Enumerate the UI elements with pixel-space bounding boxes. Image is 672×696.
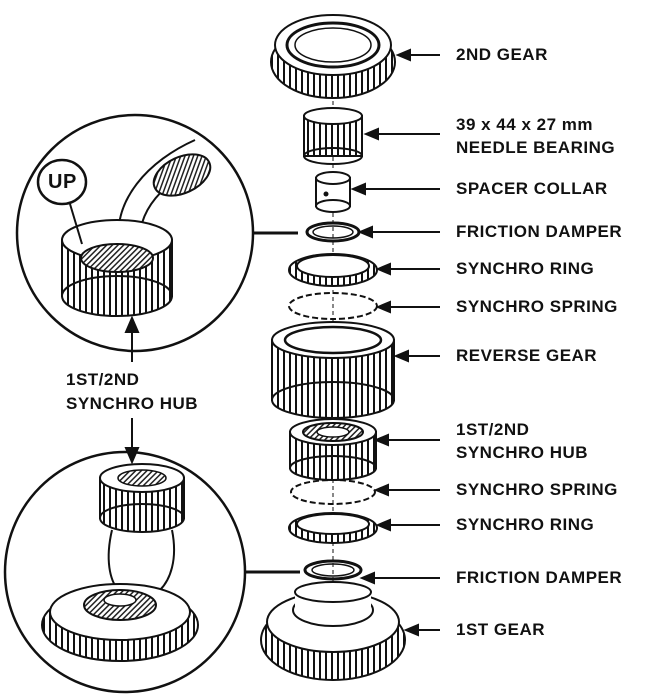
- friction-damper-top-part: [305, 221, 361, 243]
- label-synchro-spring-bottom: SYNCHRO SPRING: [456, 480, 618, 499]
- label-side-hub-line2: SYNCHRO HUB: [66, 394, 199, 413]
- label-side-hub-line1: 1ST/2ND: [66, 370, 140, 389]
- synchro-ring-top-part: [288, 253, 378, 287]
- spacer-collar-part: [315, 171, 351, 213]
- label-synchro-ring-top: SYNCHRO RING: [456, 259, 595, 278]
- synchro-spring-bottom-part: [290, 479, 376, 505]
- synchro-ring-bottom-part: [288, 512, 378, 544]
- label-second-gear: 2ND GEAR: [456, 45, 548, 64]
- up-mark-label: UP: [48, 171, 77, 193]
- label-spacer-collar: SPACER COLLAR: [456, 179, 608, 198]
- label-synchro-spring-top: SYNCHRO SPRING: [456, 297, 618, 316]
- reverse-gear-part: [271, 321, 395, 419]
- detail-circle-top: [15, 113, 298, 353]
- label-first-gear: 1ST GEAR: [456, 620, 546, 639]
- first-gear-part: [260, 581, 406, 681]
- label-reverse-gear: REVERSE GEAR: [456, 346, 598, 365]
- leader-arrows: [350, 48, 440, 637]
- synchro-spring-top-part: [288, 292, 378, 320]
- needle-bearing-part: [303, 107, 363, 165]
- label-friction-damper-bottom: FRICTION DAMPER: [456, 568, 623, 587]
- label-needle-bearing: NEEDLE BEARING: [456, 138, 616, 157]
- label-hub-line2: SYNCHRO HUB: [456, 443, 589, 462]
- second-gear-part: [270, 14, 396, 99]
- synchro-hub-part: [289, 418, 377, 481]
- label-hub-line1: 1ST/2ND: [456, 420, 530, 439]
- label-friction-damper-top: FRICTION DAMPER: [456, 222, 623, 241]
- friction-damper-bottom-part: [303, 559, 363, 581]
- detail-circle-bottom: [3, 450, 300, 694]
- label-synchro-ring-bottom: SYNCHRO RING: [456, 515, 595, 534]
- side-hub-arrows: [124, 315, 140, 465]
- label-needle-bearing-size: 39 x 44 x 27 mm: [456, 115, 593, 134]
